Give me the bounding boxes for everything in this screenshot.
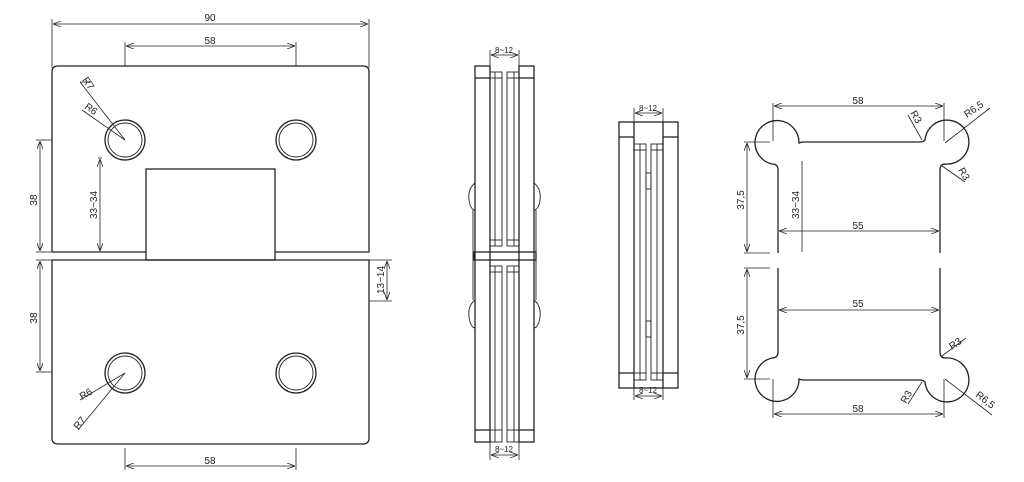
side-view-open: 8~12 [468,46,541,460]
dim-cutout-top-37-5: 37,5 [736,141,770,254]
label-hole-spacing-bottom: 58 [204,456,216,467]
label-cutout-bottom-55: 55 [852,299,864,310]
label-r7-top: R7 [80,75,97,92]
label-hole-spacing-top: 58 [204,36,216,47]
dim-hole-spacing-top: 58 [124,36,297,66]
dim-cutout-bottom-37-5: 37,5 [736,267,770,380]
dim-cutout-top-55: 55 [779,221,939,232]
front-view: 90 58 [29,13,392,470]
label-upper-height: 38 [29,194,40,206]
label-glass-bottom-open: 8~12 [495,445,514,454]
glass-cutout-top: 58 55 37,5 33~34 R3 R6,5 R3 [736,96,991,254]
dim-hole-spacing-bottom: 58 [124,448,297,470]
label-cutout-top-r3a: R3 [907,109,923,126]
label-lower-height: 38 [29,312,40,324]
lower-leaf [51,259,370,445]
dim-cutout-bottom-55: 55 [779,299,939,310]
dim-hole-offset: 33~34 [89,157,102,251]
radius-leaders-bottom: R6 R7 [72,372,126,432]
label-glass-top-closed: 8~12 [639,104,658,113]
dim-cutout-bottom-58: 58 [772,379,945,418]
label-r7-bottom: R7 [72,415,89,432]
dim-knuckle-gap: 13~14 [369,259,392,302]
dim-upper-height: 38 [29,139,52,253]
hole-bottom-right [275,352,317,394]
dim-overall-width: 90 [51,13,370,68]
dim-cutout-top-58: 58 [772,96,945,141]
upper-leaf [51,65,370,253]
label-cutout-top-r3b: R3 [955,166,971,183]
label-cutout-bottom-58: 58 [852,404,864,415]
dim-glass-thickness-top-closed: 8~12 [633,104,664,122]
dim-cutout-top-33-34: 33~34 [791,161,803,252]
label-cutout-top-58: 58 [852,96,864,107]
side-view-closed: 8~12 8~12 [618,104,679,400]
label-cutout-top-55: 55 [852,221,864,232]
label-cutout-top-r6-5: R6,5 [962,99,986,120]
dim-glass-thickness-bottom-open: 8~12 [489,442,520,460]
dim-lower-height: 38 [29,259,52,373]
label-knuckle-gap: 13~14 [376,266,387,295]
cutout-bottom-outline [754,268,970,403]
label-glass-bottom-closed: 8~12 [639,386,658,395]
label-cutout-top-33-34: 33~34 [791,191,802,220]
dim-glass-thickness-bottom-closed: 8~12 [633,386,664,400]
label-cutout-bottom-37-5: 37,5 [736,315,747,335]
label-cutout-bottom-r3b: R3 [899,389,915,406]
glass-cutout-bottom: 55 37,5 58 R3 R3 R6,5 [736,267,997,418]
label-cutout-bottom-r6-5: R6,5 [973,390,997,412]
radius-labels-cutout-top: R3 R6,5 R3 [907,99,991,183]
cutout-top-outline [754,119,970,253]
label-overall-width: 90 [204,13,216,24]
label-hole-offset: 33~34 [89,191,100,220]
hole-top-left [104,119,146,161]
hinge-knuckle [145,168,276,261]
hole-bottom-left [104,352,146,394]
hole-top-right [275,119,317,161]
label-glass-top-open: 8~12 [495,46,514,55]
label-cutout-top-37-5: 37,5 [736,190,747,210]
label-r6-bottom: R6 [78,386,95,402]
radius-leaders-top: R7 R6 [80,75,126,141]
radius-labels-cutout-bottom: R3 R3 R6,5 [899,336,997,416]
dim-glass-thickness-top-open: 8~12 [489,46,520,66]
